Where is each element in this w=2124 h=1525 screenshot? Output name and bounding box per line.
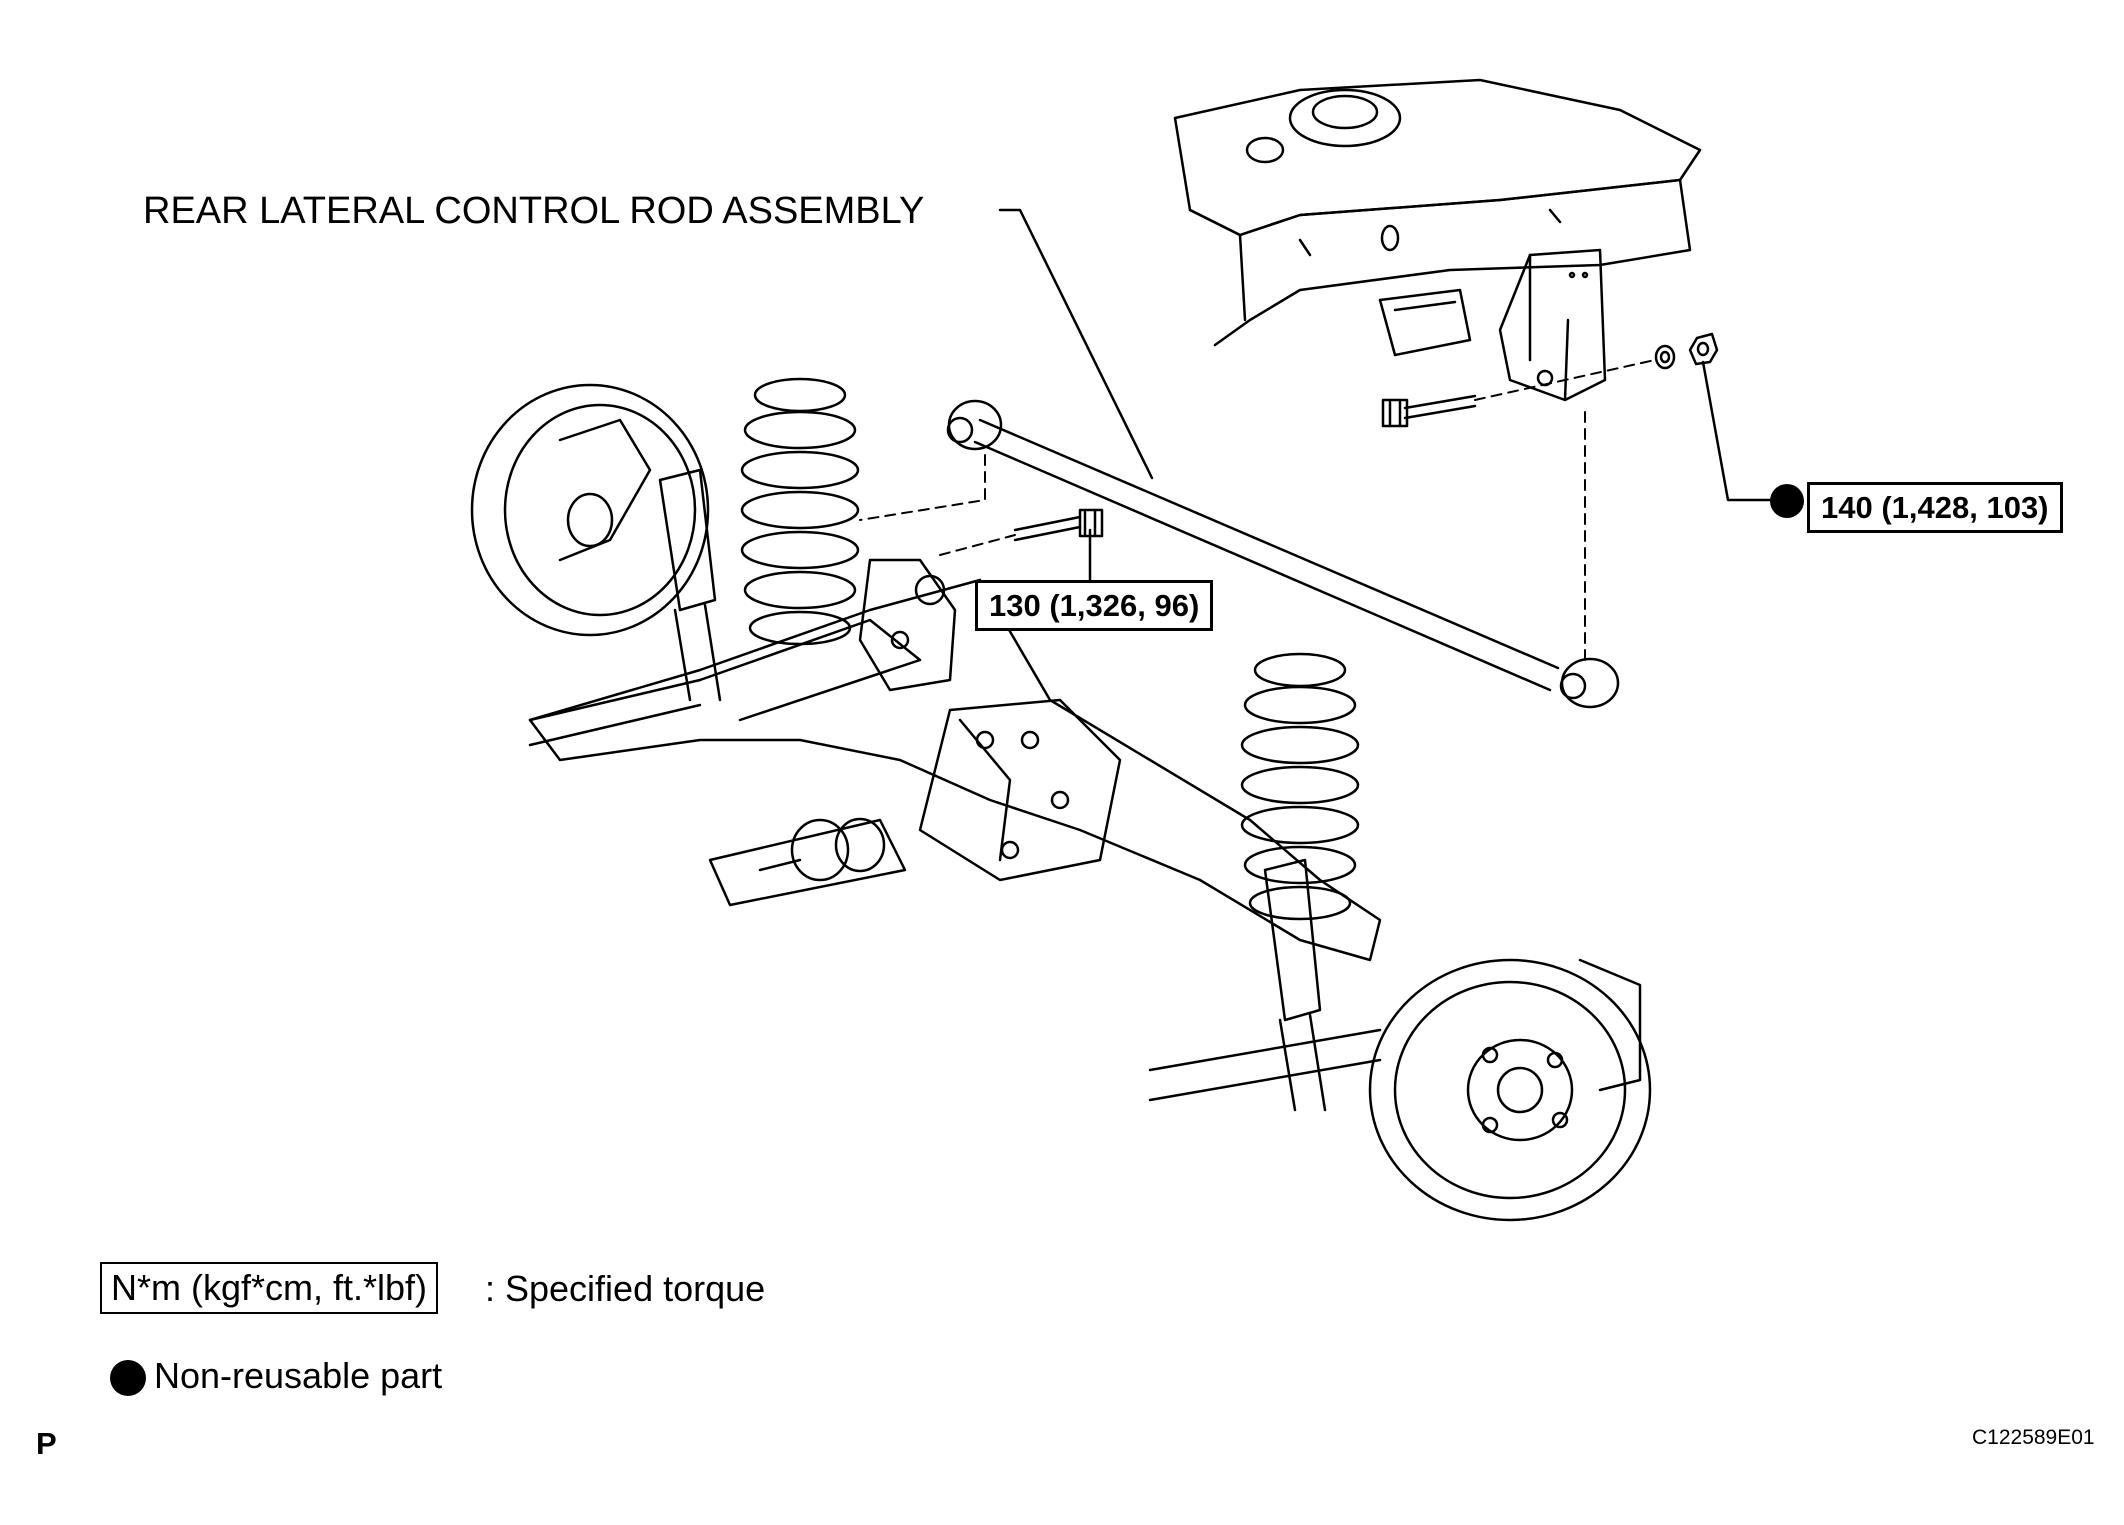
- installation-guides: [859, 359, 1656, 661]
- right-coil-spring: [1240, 652, 1360, 921]
- page-marker: P: [36, 1426, 57, 1461]
- left-shock-absorber: [658, 468, 722, 702]
- torque-unit-legend-box: N*m (kgf*cm, ft.*lbf): [100, 1262, 439, 1314]
- lateral-control-rod: [946, 399, 1620, 709]
- bolt-right: [1381, 394, 1477, 428]
- rod-assembly-label: REAR LATERAL CONTROL ROD ASSEMBLY: [143, 190, 925, 232]
- left-brake-drum: [470, 383, 710, 637]
- figure-code: C122589E01: [1972, 1426, 2095, 1449]
- right-axle-tube: [1148, 1028, 1382, 1102]
- leader-lines: [998, 208, 1772, 582]
- non-reusable-legend-icon: [110, 1360, 146, 1396]
- torque-callout-bolt: 130 (1,326, 96): [975, 580, 1214, 631]
- rear-axle-housing: [528, 578, 1382, 962]
- non-reusable-legend-text: Non-reusable part: [154, 1355, 443, 1396]
- nut: [1688, 332, 1719, 366]
- non-reusable-dot-icon: [1770, 484, 1804, 518]
- vehicle-frame: [1173, 78, 1702, 402]
- torque-legend-text: : Specified torque: [485, 1268, 766, 1309]
- propeller-shaft: [708, 817, 907, 907]
- left-axle-bracket: [858, 558, 957, 692]
- left-coil-spring: [740, 377, 860, 646]
- left-axle-tube: [528, 618, 922, 747]
- right-brake-disc: [1368, 958, 1652, 1222]
- washer: [1654, 344, 1676, 370]
- torque-callout-nut: 140 (1,428, 103): [1807, 482, 2063, 533]
- right-shock-absorber: [1263, 858, 1327, 1112]
